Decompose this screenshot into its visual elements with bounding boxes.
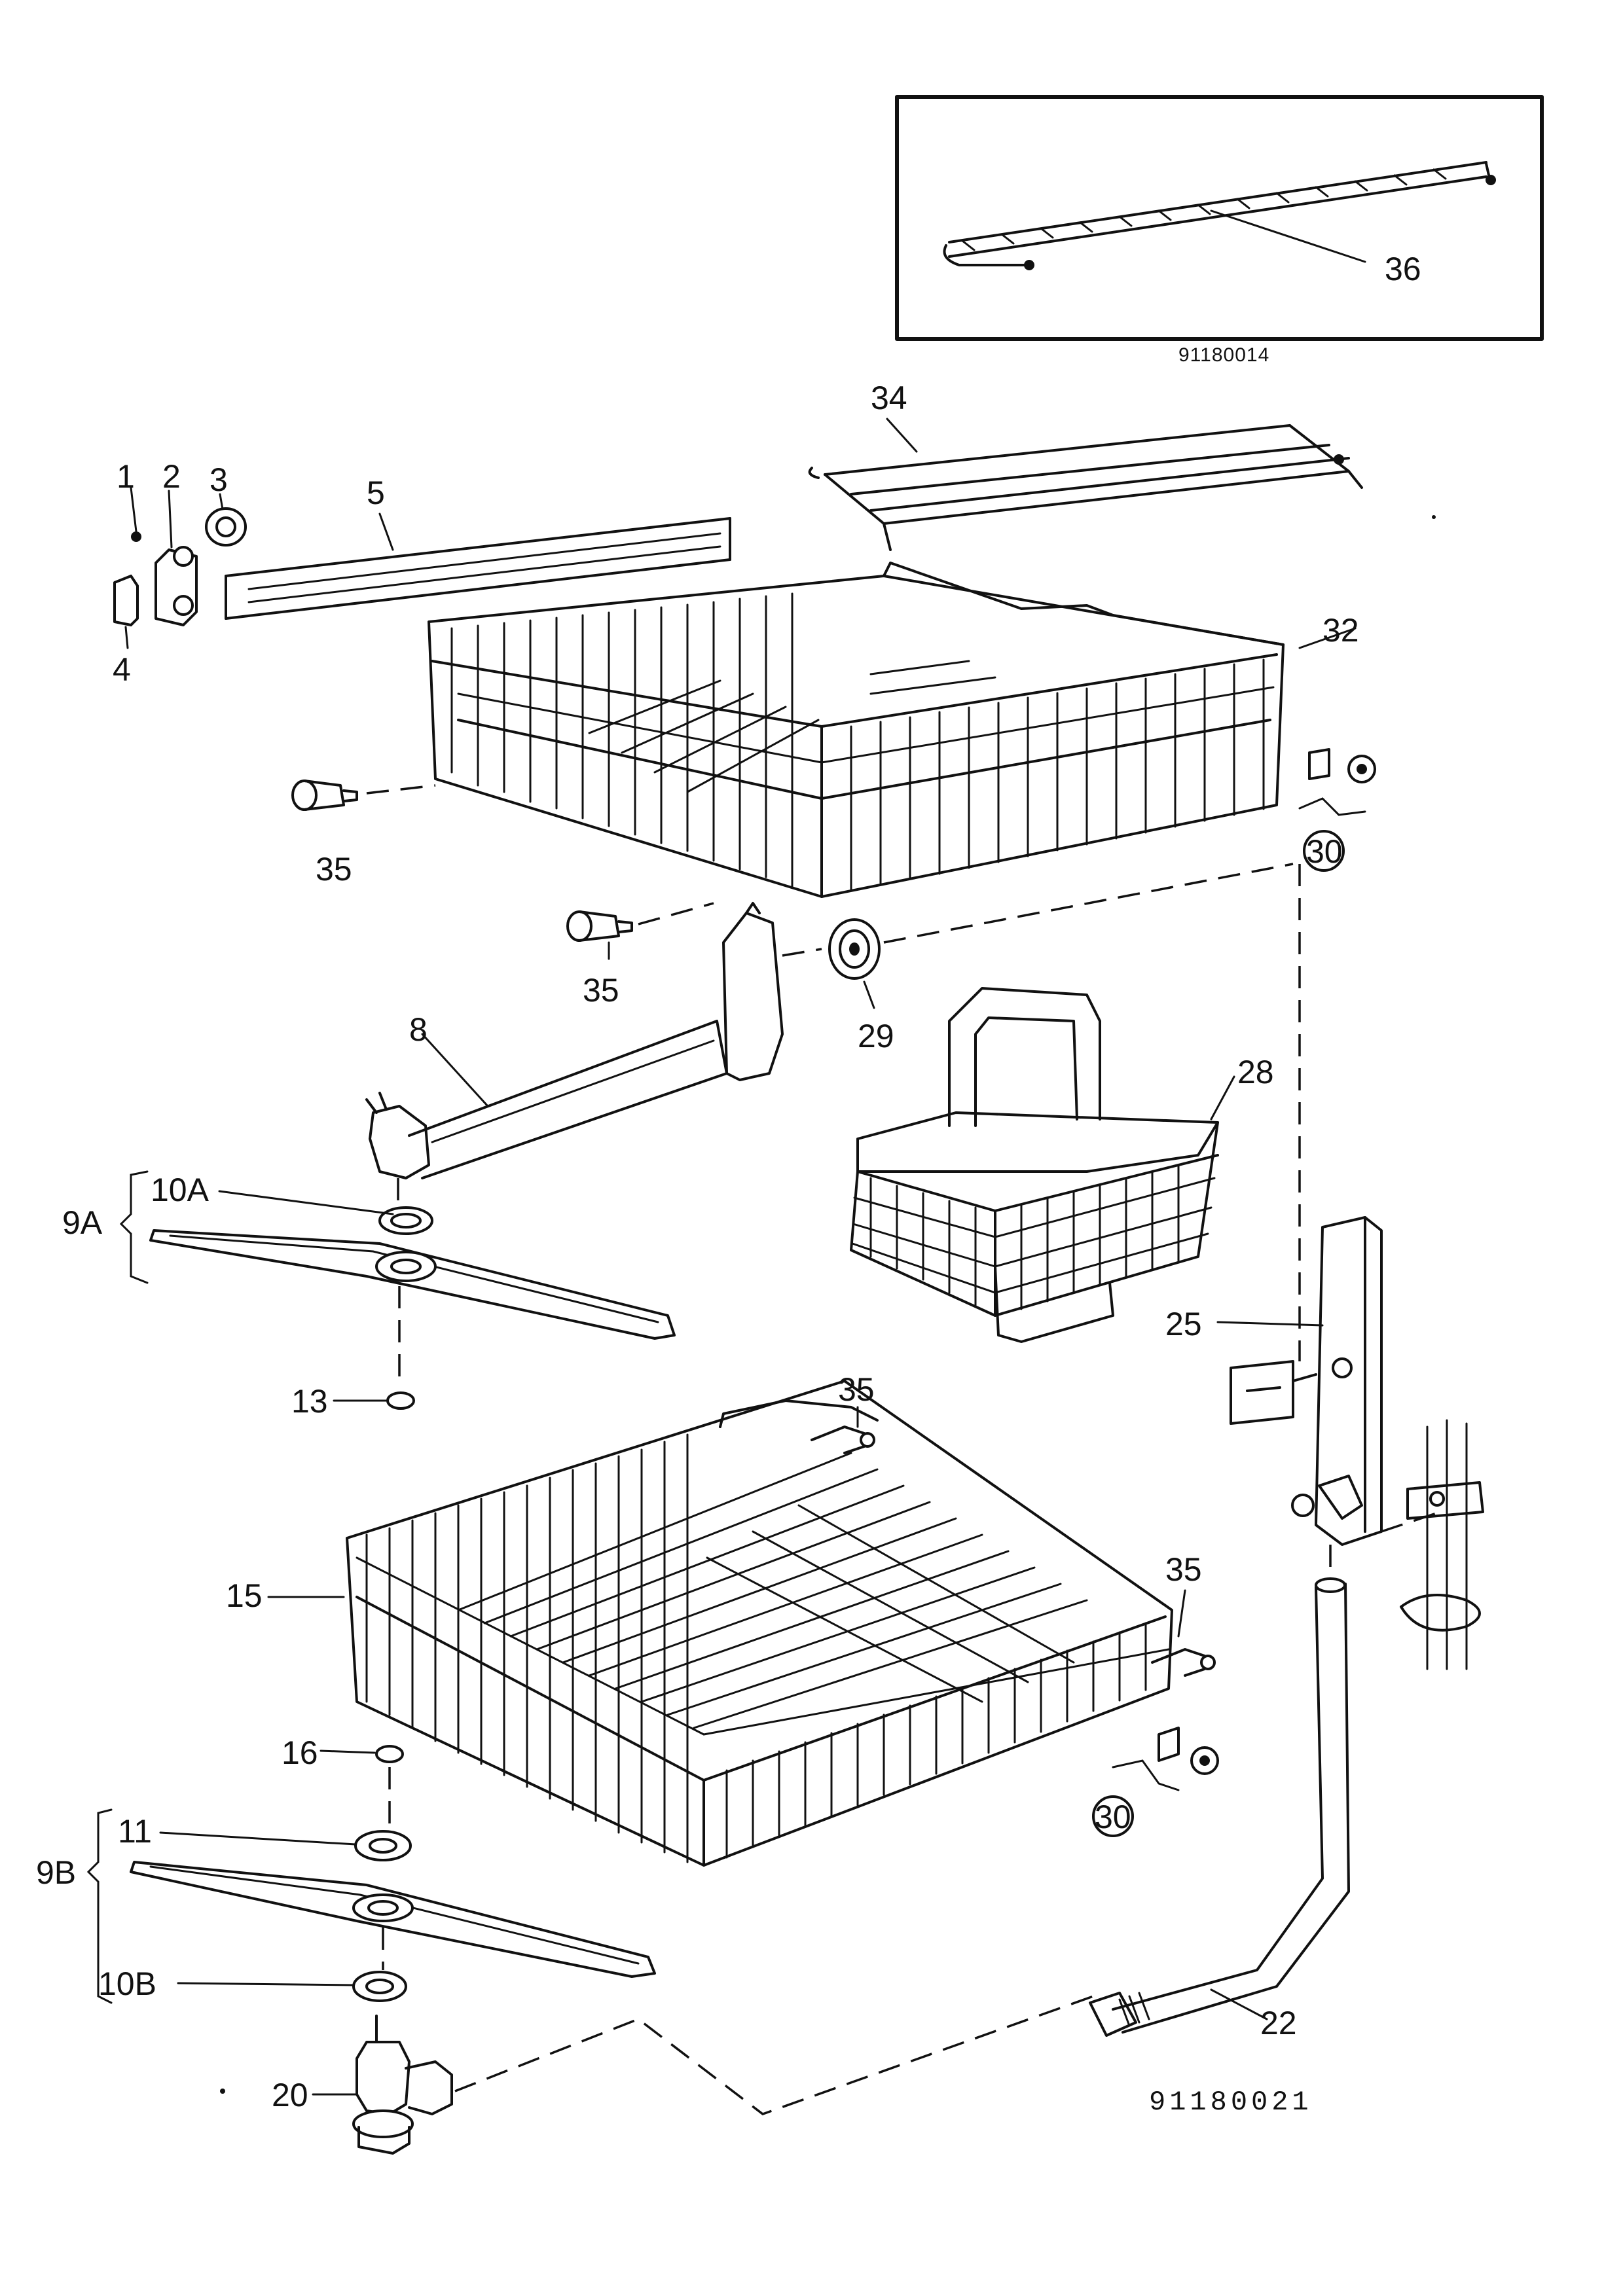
label-36: 36 xyxy=(1385,251,1421,287)
label-8: 8 xyxy=(409,1011,428,1048)
part-36-shelf-rod xyxy=(943,161,1496,270)
part-13-nut xyxy=(333,1391,415,1410)
part-29-wheel xyxy=(782,863,1294,1009)
part-30-upper-clip xyxy=(1298,748,1376,872)
part-3-roller xyxy=(205,493,247,547)
label-32: 32 xyxy=(1322,612,1359,649)
label-11: 11 xyxy=(118,1813,152,1850)
label-9A: 9A xyxy=(62,1204,103,1241)
label-3: 3 xyxy=(210,461,228,498)
label-35b: 35 xyxy=(583,972,619,1009)
label-13: 13 xyxy=(291,1383,328,1420)
label-30a: 30 xyxy=(1306,833,1343,870)
part-11-hub xyxy=(159,1830,412,1861)
label-34: 34 xyxy=(871,380,907,416)
part-28-cutlery-basket xyxy=(850,987,1235,1343)
part-10B-gasket xyxy=(177,1971,407,2002)
part-9B-lower-spray-arm xyxy=(86,1808,656,2004)
label-10B: 10B xyxy=(98,1965,156,2002)
inset-box: 36 91180014 xyxy=(895,95,1544,366)
label-5: 5 xyxy=(367,475,385,511)
inset-drawing-code: 91180014 xyxy=(1178,344,1269,366)
part-25-water-duct xyxy=(1216,864,1441,1546)
part-35-pin-lower-right xyxy=(1151,1589,1216,1677)
label-9B: 9B xyxy=(36,1854,76,1891)
part-22-supply-pipe xyxy=(1089,1545,1350,2037)
label-30b: 30 xyxy=(1095,1799,1131,1835)
duct-installed-detail xyxy=(1400,1419,1484,1670)
label-20: 20 xyxy=(272,2077,308,2113)
scan-speck xyxy=(1432,515,1436,519)
part-1-screw xyxy=(130,486,141,542)
part-9A-upper-spray-arm xyxy=(119,1170,676,1388)
part-10A-gasket xyxy=(218,1190,433,1235)
part-15-lower-basket xyxy=(267,1380,1173,1867)
part-5-rail xyxy=(225,512,731,620)
label-25: 25 xyxy=(1165,1306,1202,1342)
part-20-supply-valve xyxy=(312,1995,1094,2155)
label-1: 1 xyxy=(117,458,135,495)
part-34-wire-shelf xyxy=(808,418,1363,551)
label-22: 22 xyxy=(1260,2005,1297,2041)
part-4-clip xyxy=(113,575,139,649)
part-30-lower-clip xyxy=(1092,1727,1219,1837)
label-2: 2 xyxy=(162,458,181,495)
label-15: 15 xyxy=(226,1577,263,1614)
label-28: 28 xyxy=(1237,1054,1274,1090)
part-35-pin-upper-left xyxy=(291,780,436,811)
label-35a: 35 xyxy=(316,851,352,888)
label-29: 29 xyxy=(858,1018,894,1054)
label-16: 16 xyxy=(282,1734,318,1771)
part-8-feed-pipe xyxy=(365,902,784,1211)
part-2-bracket xyxy=(155,490,198,626)
part-16-nut xyxy=(319,1745,404,1826)
label-35c: 35 xyxy=(838,1371,875,1408)
main-drawing-code: 91180021 xyxy=(1149,2087,1313,2118)
scan-speck xyxy=(220,2089,225,2094)
label-10A: 10A xyxy=(151,1172,210,1208)
part-35-pin-lower-top xyxy=(811,1406,875,1454)
part-35-pin-upper-center xyxy=(566,902,714,960)
label-4: 4 xyxy=(113,651,131,688)
part-32-upper-basket xyxy=(428,562,1357,898)
label-35d: 35 xyxy=(1165,1551,1202,1588)
